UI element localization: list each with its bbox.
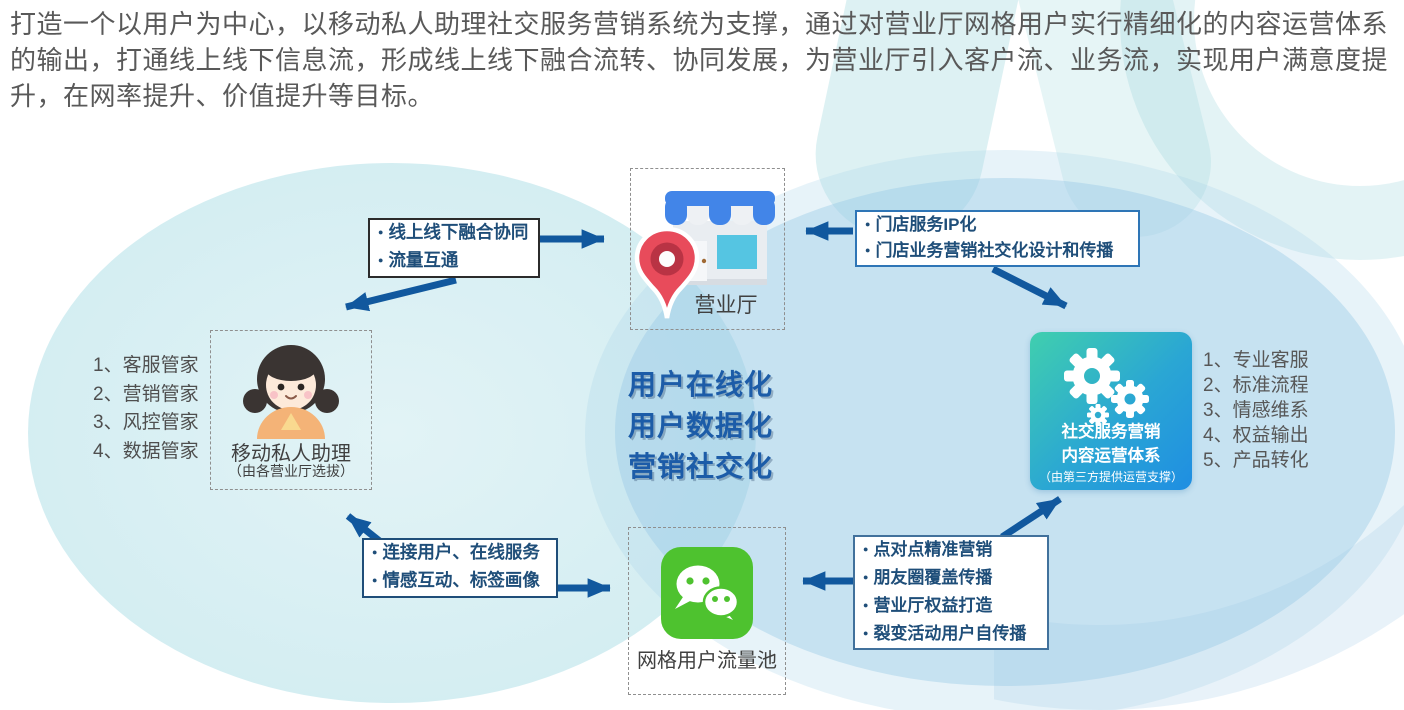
system-title-line1: 社交服务营销	[1061, 423, 1161, 441]
callout-item: 裂变活动用户自传播	[863, 621, 1039, 649]
node-system-card: 社交服务营销 内容运营体系 （由第三方提供运营支撑）	[1030, 332, 1192, 490]
wechat-icon	[661, 547, 753, 639]
list-item: 5、产品转化	[1203, 450, 1309, 471]
goal-line: 营销社交化	[628, 451, 774, 482]
list-item: 1、专业客服	[1203, 350, 1309, 371]
assistant-note: （由各营业厅选拔）	[228, 463, 354, 479]
callout-top-right: 门店服务IP化 门店业务营销社交化设计和传播	[855, 210, 1140, 267]
callout-bottom-left: 连接用户、在线服务 情感互动、标签画像	[362, 538, 558, 598]
center-goals: 用户在线化 用户数据化 营销社交化	[628, 364, 773, 487]
list-item: 1、客服管家	[93, 355, 199, 376]
arrow-topleft-to-assistant	[345, 276, 457, 312]
list-item: 2、标准流程	[1203, 375, 1309, 396]
callout-bottom-right: 点对点精准营销 朋友圈覆盖传播 营业厅权益打造 裂变活动用户自传播	[853, 535, 1049, 650]
callout-item: 情感互动、标签画像	[372, 568, 548, 596]
callout-item: 门店服务IP化	[865, 213, 1130, 239]
goal-line: 用户数据化	[628, 410, 774, 441]
location-pin-icon	[634, 226, 700, 319]
node-pool: 网格用户流量池	[628, 527, 786, 695]
arrow-topright-to-system	[991, 265, 1068, 310]
gears-icon	[1064, 348, 1149, 426]
callout-item: 门店业务营销社交化设计和传播	[865, 239, 1130, 265]
callout-item: 朋友圈覆盖传播	[863, 565, 1039, 593]
callout-top-left: 线上线下融合协同 流量互通	[368, 218, 540, 278]
list-item: 3、情感维系	[1203, 400, 1309, 421]
system-note: （由第三方提供运营支撑）	[1038, 470, 1183, 484]
system-features-list: 1、专业客服 2、标准流程 3、情感维系 4、权益输出 5、产品转化	[1203, 348, 1309, 473]
callout-item: 点对点精准营销	[863, 537, 1039, 565]
intro-paragraph: 打造一个以用户为中心，以移动私人助理社交服务营销系统为支撑，通过对营业厅网格用户…	[10, 9, 1389, 111]
list-item: 3、风控管家	[93, 412, 199, 433]
callout-item: 营业厅权益打造	[863, 593, 1039, 621]
node-store: 营业厅	[630, 168, 785, 330]
assistant-label: 移动私人助理	[231, 443, 351, 465]
callout-item: 连接用户、在线服务	[372, 540, 548, 568]
store-label: 营业厅	[694, 294, 758, 317]
callout-item: 线上线下融合协同	[378, 220, 530, 248]
system-title-line2: 内容运营体系	[1061, 447, 1161, 465]
callout-item: 流量互通	[378, 248, 530, 276]
arrow-bottomright-to-system	[1000, 496, 1062, 540]
list-item: 2、营销管家	[93, 383, 199, 405]
node-assistant: 移动私人助理 （由各营业厅选拔）	[210, 330, 372, 490]
list-item: 4、权益输出	[1203, 425, 1309, 446]
assistant-roles-list: 1、客服管家 2、营销管家 3、风控管家 4、数据管家	[93, 352, 199, 466]
assistant-avatar-icon	[243, 345, 339, 439]
goal-line: 用户在线化	[628, 369, 774, 400]
pool-label: 网格用户流量池	[637, 650, 777, 672]
list-item: 4、数据管家	[93, 440, 199, 462]
